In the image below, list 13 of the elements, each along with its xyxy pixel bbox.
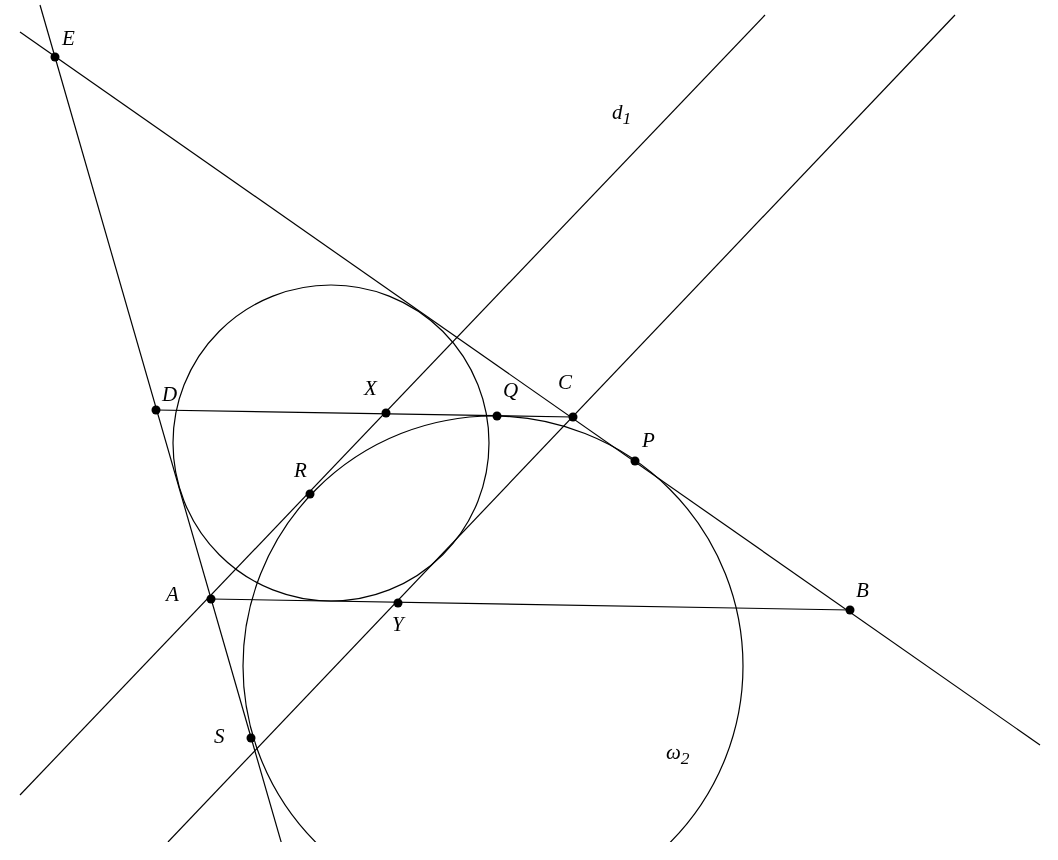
point-label: C <box>558 372 572 393</box>
point-label: R <box>294 460 307 481</box>
point-label: X <box>364 378 377 399</box>
point-label: S <box>214 726 225 747</box>
point-label: A <box>166 584 179 605</box>
point-label: E <box>62 28 75 49</box>
point-label: D <box>162 384 178 405</box>
circle-label: ω$_{2}$ <box>666 742 690 768</box>
point-label: Y <box>392 614 404 635</box>
point-label: P <box>642 430 655 451</box>
point-label: B <box>856 580 869 601</box>
point-label: Q <box>503 380 519 401</box>
line-label: d$_{1}$ <box>612 102 632 128</box>
